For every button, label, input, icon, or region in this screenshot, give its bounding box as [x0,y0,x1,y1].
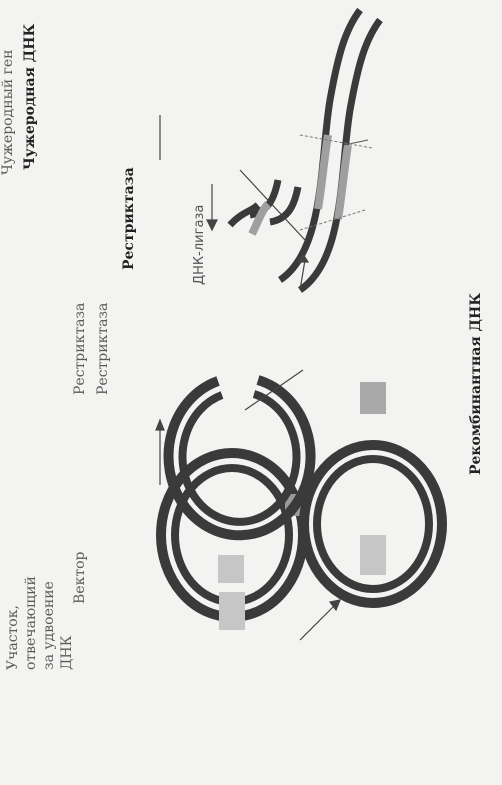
replication-site-label-3: за удвоение [41,581,57,670]
restrictase-label-2: Рестриктаза [95,303,111,395]
replication-site-label-1: Участок, [5,605,21,670]
vector-label: Вектор [72,552,88,604]
recombinant-dna-label: Рекомбинантная ДНК [468,293,484,475]
replication-site-marker [219,592,245,630]
restrictase-label-3: Рестриктаза [121,167,137,270]
recombinant-plasmid [304,382,442,603]
replication-site-label-2: отвечающий [23,576,39,670]
foreign-gene-label: Чужеродный ген [0,50,16,175]
foreign-dna-label: Чужеродная ДНК [22,24,38,170]
foreign-dna-strands [280,10,380,290]
dna-ligase-label: ДНК-лигаза [192,205,207,285]
gene-fragment [230,180,298,234]
replication-site-label-4: ДНК [59,635,75,670]
restrictase-label-1: Рестриктаза [72,303,88,395]
